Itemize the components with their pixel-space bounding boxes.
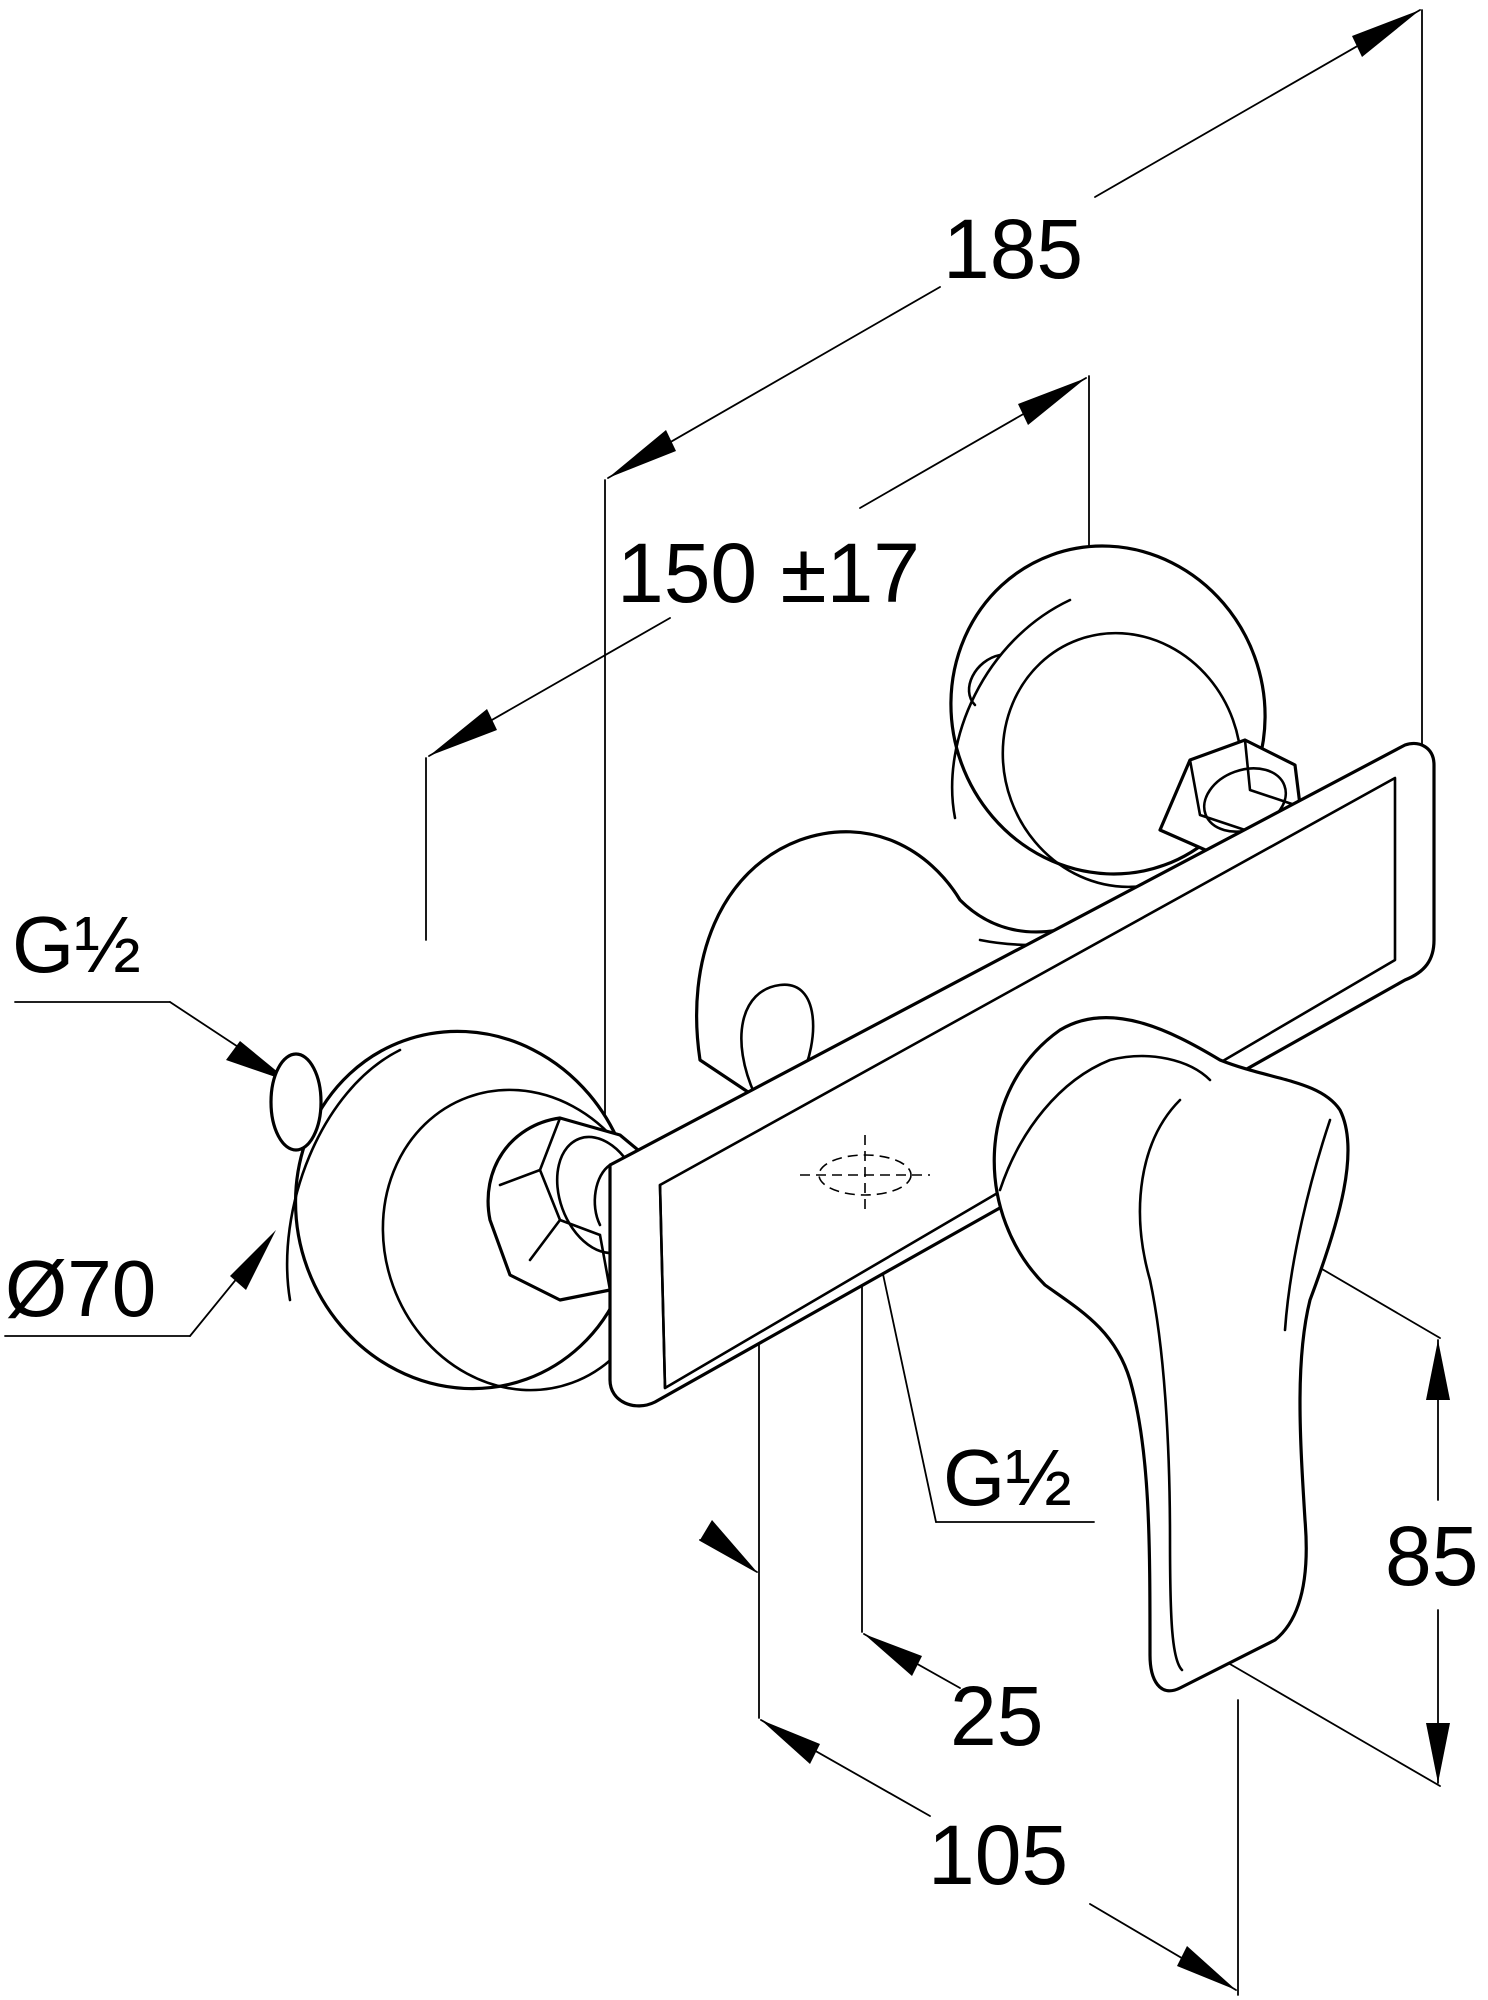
- g-half-inlet-label: G½: [12, 900, 141, 989]
- d70-label: Ø70: [5, 1244, 156, 1333]
- g-half-inlet-arrow: [226, 1041, 290, 1082]
- dim-105-arrow-right: [1177, 1946, 1236, 1990]
- dim-25-arrow-right: [864, 1634, 922, 1676]
- dim-105-arrow-left: [761, 1720, 820, 1764]
- lever-handle: [992, 1015, 1350, 1693]
- g-half-outlet-label: G½: [943, 1433, 1072, 1522]
- outlet-thread: [800, 1135, 930, 1215]
- dim-85-arrow-top: [1426, 1340, 1450, 1400]
- d70-arrow: [230, 1230, 276, 1290]
- dim-185-label: 185: [943, 202, 1083, 296]
- dim-185-arrow-right: [1352, 10, 1420, 57]
- mixer-body: [269, 544, 1436, 1693]
- dim-25-label: 25: [950, 1669, 1043, 1763]
- dim-185-arrow-left: [608, 430, 676, 478]
- dim-150-label: 150 ±17: [617, 526, 920, 620]
- dim-150-arrow-left: [429, 709, 497, 756]
- dimension-labels: 185 150 ±17 G½ Ø70 G½ 85 25 105: [5, 202, 1478, 1902]
- dim-25-arrow-left: [700, 1520, 757, 1572]
- dim-105-label: 105: [928, 1808, 1068, 1902]
- dim-85-label: 85: [1385, 1509, 1478, 1603]
- dim-150-arrow-right: [1018, 378, 1086, 425]
- dimension-lines: [4, 9, 1450, 1996]
- dim-85-arrow-bottom: [1426, 1723, 1450, 1783]
